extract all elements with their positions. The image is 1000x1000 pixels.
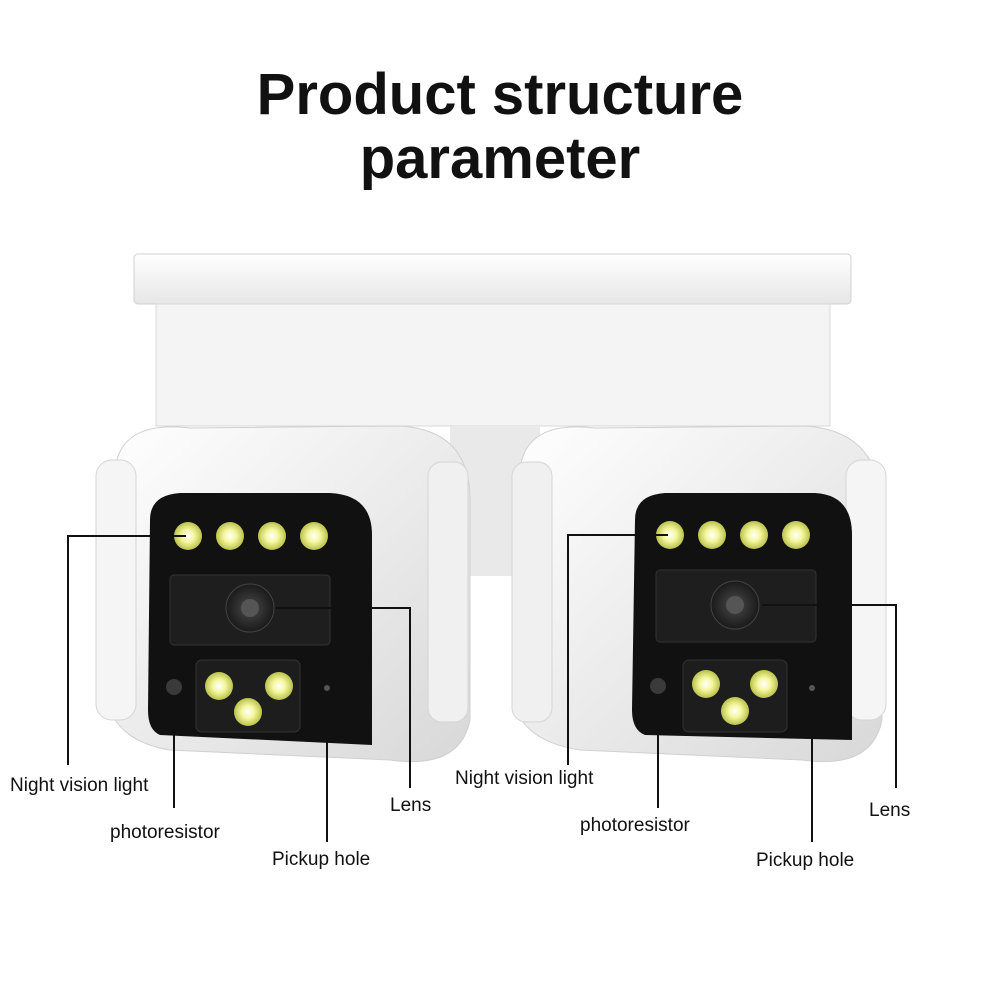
label-right-pickup-hole: Pickup hole (756, 850, 855, 871)
label-left-night-vision-light: Night vision light (10, 775, 149, 796)
leader-left-lens (276, 607, 411, 788)
page-title-line-1: Product structure (256, 62, 744, 127)
right-camera (511, 425, 887, 763)
left-leader-lines (67, 535, 411, 842)
label-right-night-vision-light: Night vision light (455, 768, 594, 789)
label-left-pickup-hole: Pickup hole (272, 849, 371, 870)
label-left-photoresistor: photoresistor (110, 822, 220, 843)
label-left-lens: Lens (390, 795, 432, 816)
label-right-lens: Lens (869, 800, 911, 821)
leader-right-lens (762, 604, 897, 788)
right-leader-lines (567, 534, 897, 842)
label-right-photoresistor: photoresistor (580, 815, 690, 836)
leader-left-night-vision (67, 535, 186, 765)
page-title-line-2: parameter (359, 126, 641, 191)
left-camera (95, 425, 471, 763)
leader-right-night-vision (567, 534, 668, 765)
